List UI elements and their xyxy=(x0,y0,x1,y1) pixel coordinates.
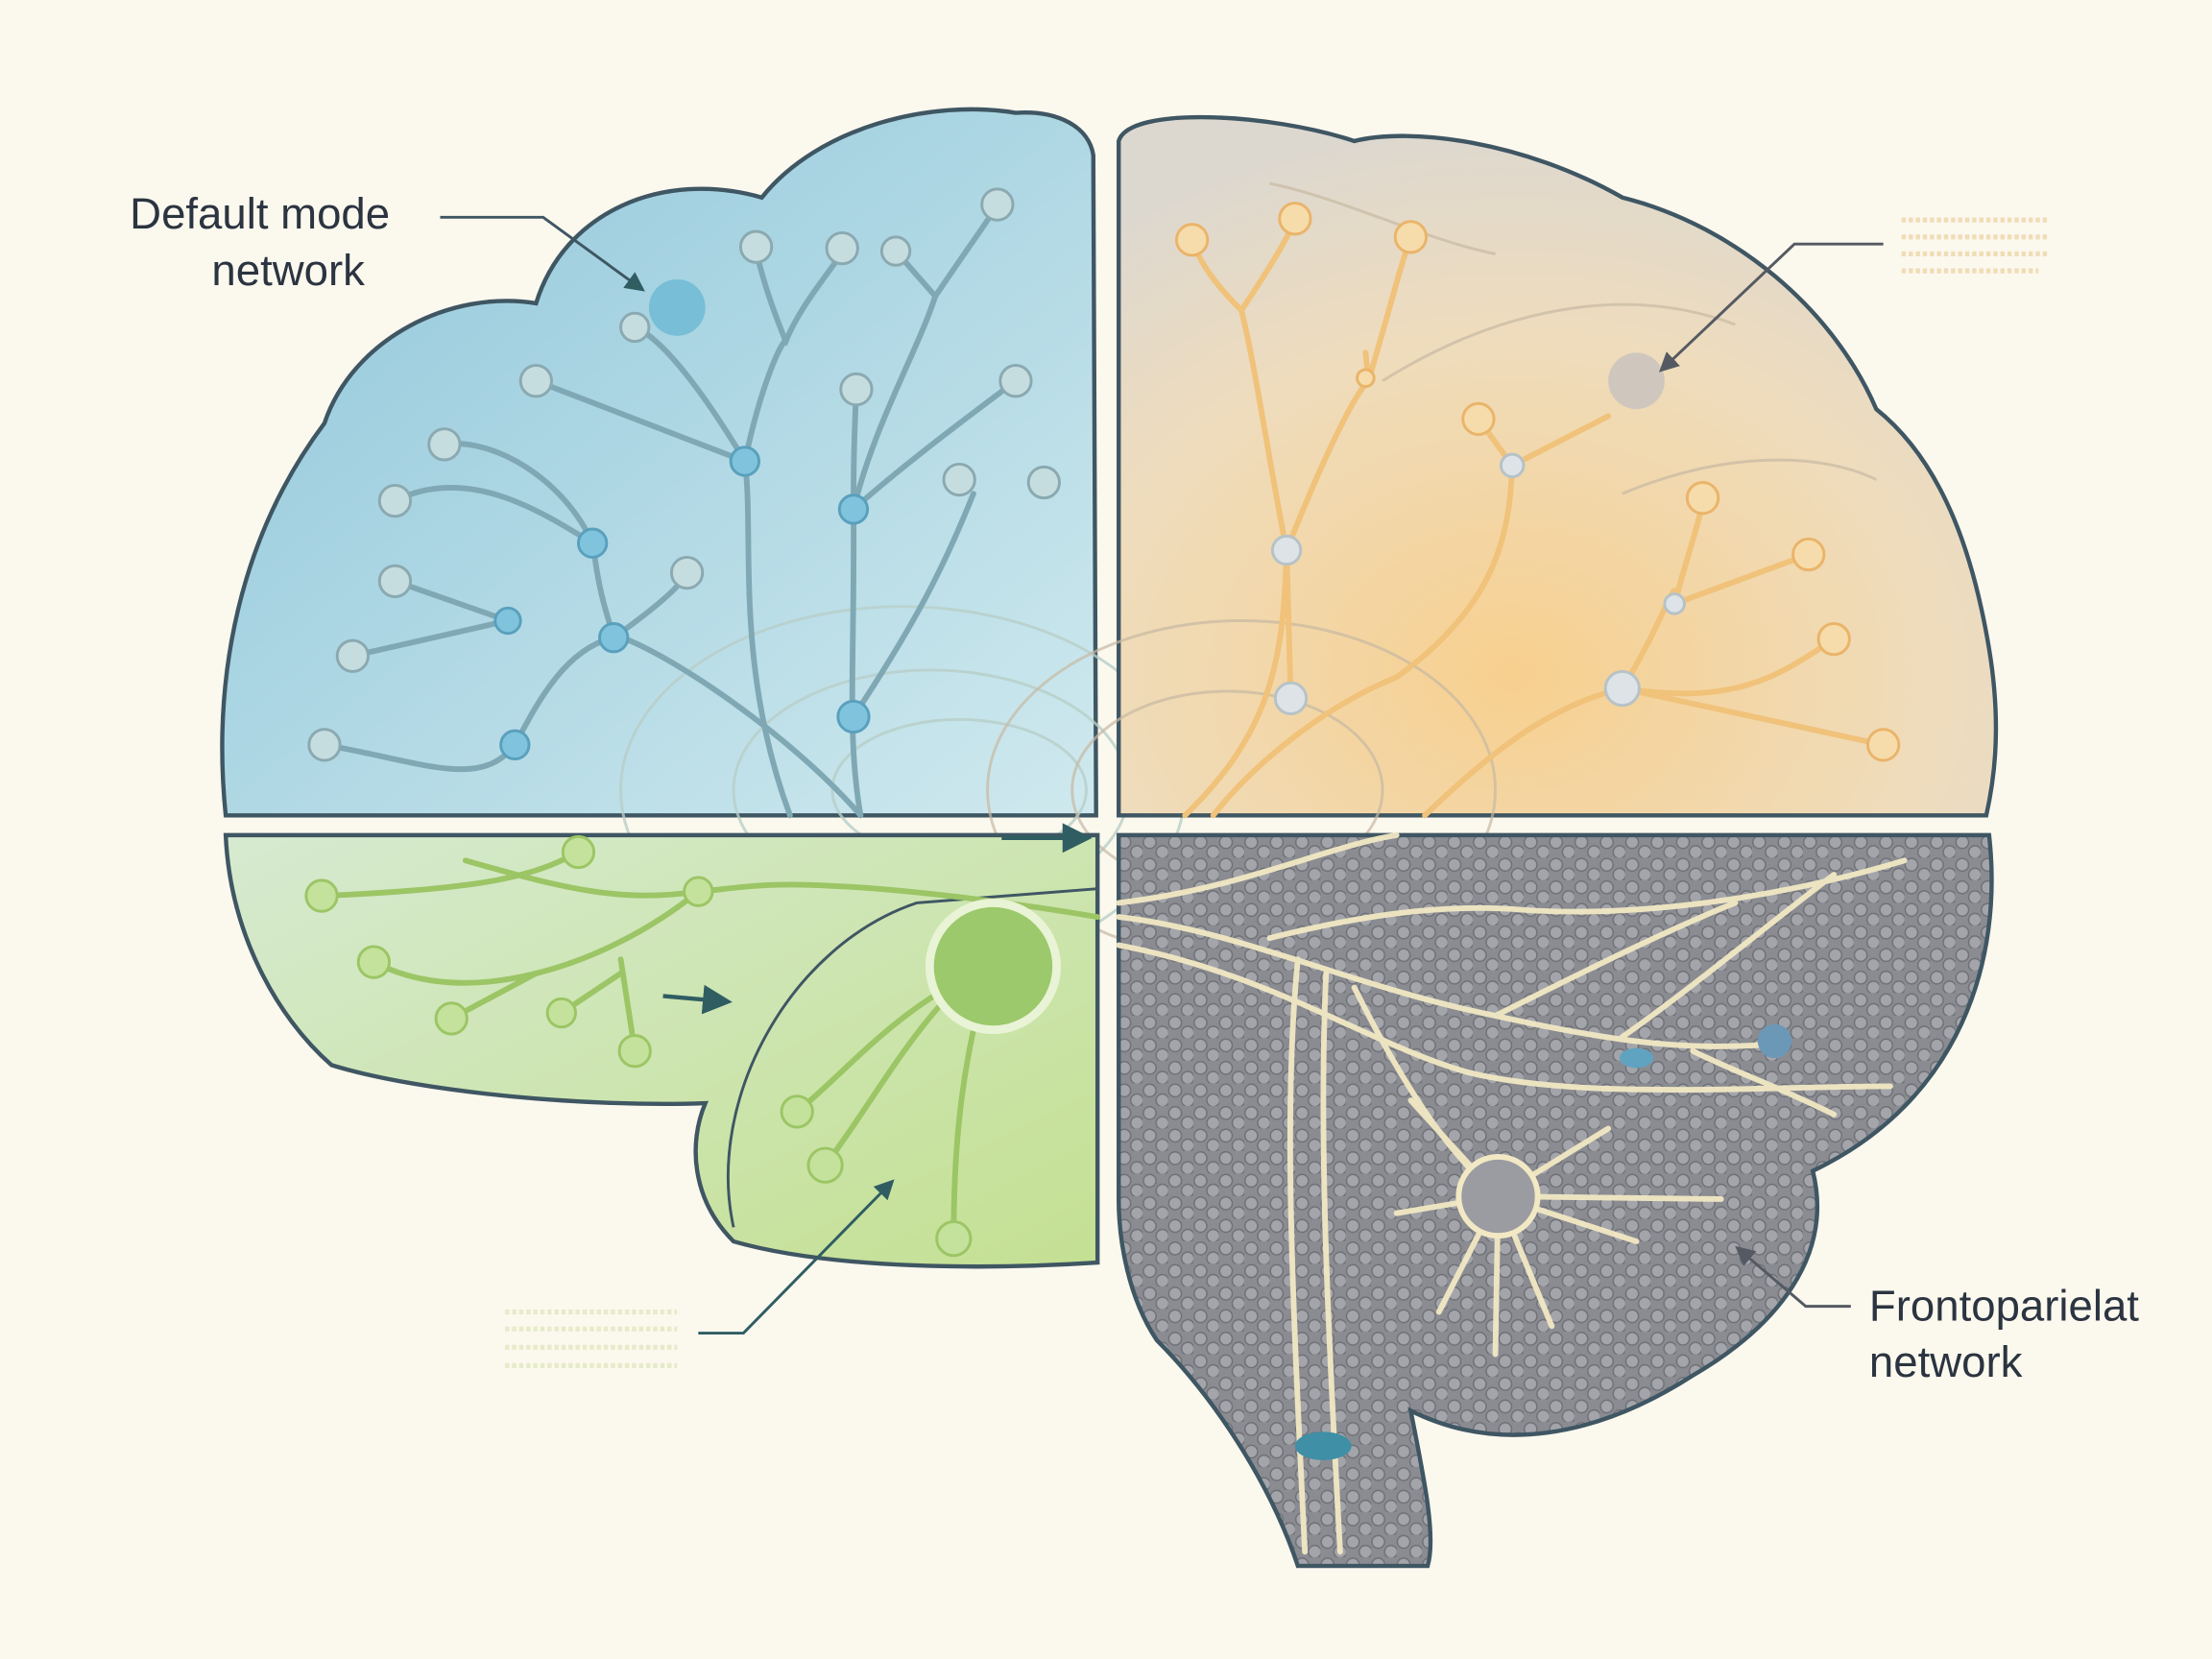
temporal-region xyxy=(223,823,1101,1269)
default-mode-label: Default mode network xyxy=(130,189,645,295)
default-mode-label-line1: Default mode xyxy=(130,189,390,238)
node-cluster-blue xyxy=(307,187,1061,762)
frontoparietal-label: Frontoparielat network xyxy=(1735,1245,2139,1386)
default-mode-region xyxy=(220,107,1187,975)
cerebellum-hub-node xyxy=(1455,1153,1541,1239)
frontoparietal-label-line2: network xyxy=(1869,1337,2023,1386)
parietal-region xyxy=(986,114,1999,961)
temporal-hub-node xyxy=(925,899,1061,1035)
temporal-leader xyxy=(698,1179,895,1335)
default-mode-hub-node xyxy=(648,278,706,336)
leader-arrow xyxy=(1735,1245,1851,1309)
arrow-icon xyxy=(662,984,733,1015)
node-cluster-orange xyxy=(1175,202,1901,762)
faded-text-block-right xyxy=(1901,217,2049,274)
leader-arrow xyxy=(440,215,645,292)
faded-text-block-left xyxy=(505,1309,678,1368)
default-mode-label-line2: network xyxy=(211,246,365,295)
frontoparietal-label-line1: Frontoparielat xyxy=(1869,1281,2139,1330)
cerebellum-region xyxy=(1116,831,1994,1569)
parietal-hub-node xyxy=(1608,352,1665,410)
parietal-leader xyxy=(1658,242,1884,373)
